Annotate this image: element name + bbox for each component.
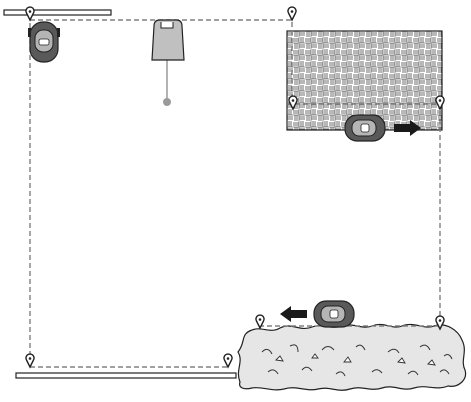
paving-area xyxy=(286,30,443,131)
map-pin-icon xyxy=(435,95,445,111)
map-pin-icon xyxy=(25,6,35,22)
map-pin-icon xyxy=(255,314,265,330)
wall-top-left xyxy=(3,9,112,16)
robotic-mower-icon xyxy=(313,300,355,328)
arrow-left-icon xyxy=(280,306,307,322)
guide-pegs xyxy=(25,6,445,369)
robotic-mower-icon xyxy=(344,114,386,142)
map-pin-icon xyxy=(287,6,297,22)
map-pin-icon xyxy=(288,95,298,111)
charging-station-icon xyxy=(151,19,185,106)
map-pin-icon xyxy=(25,353,35,369)
map-pin-icon xyxy=(223,353,233,369)
arrow-right-icon xyxy=(394,120,421,136)
robotic-mower-icon xyxy=(28,21,60,63)
wall-bottom-left xyxy=(15,372,237,379)
map-pin-icon xyxy=(435,315,445,331)
shrub-area xyxy=(237,323,467,391)
